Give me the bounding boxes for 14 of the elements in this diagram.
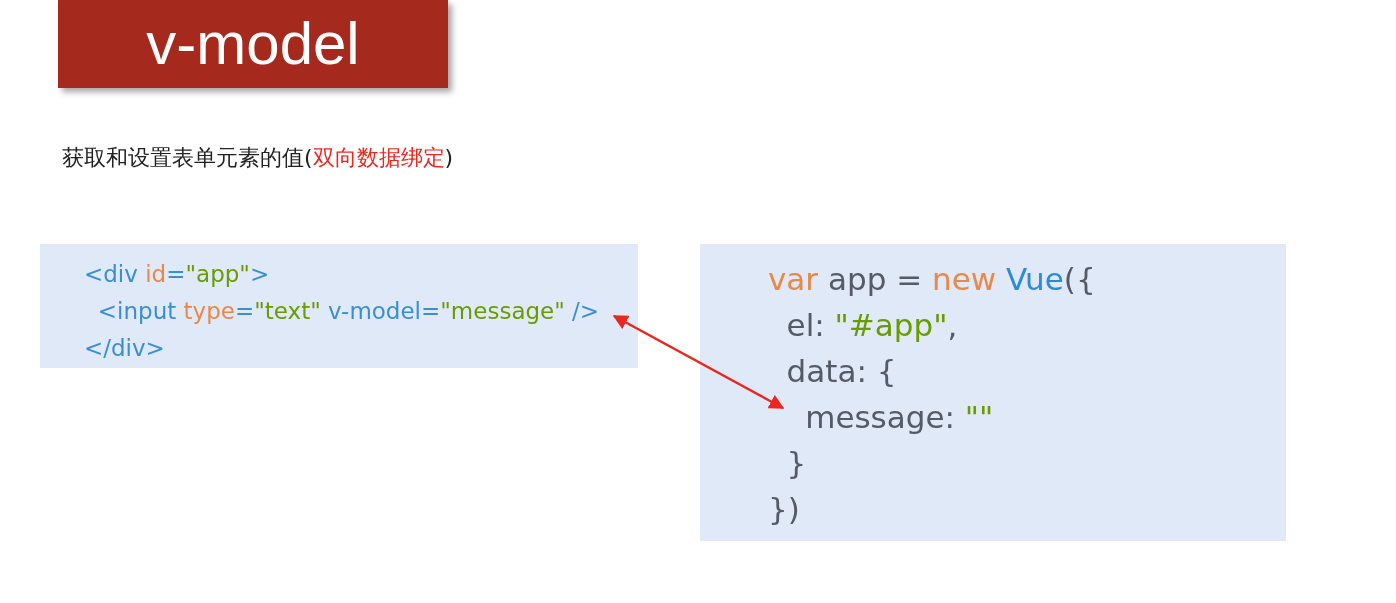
code-line: <div id="app"> [84, 260, 270, 289]
subtitle-text: 获取和设置表单元素的值(双向数据绑定) [62, 144, 454, 172]
code-panel [40, 244, 638, 368]
code-line: data: { [786, 352, 897, 391]
code-line: }) [768, 490, 800, 529]
code-line: } [786, 444, 807, 483]
code-line: el: "#app", [786, 306, 958, 345]
title-banner: v-model [58, 0, 448, 88]
code-line: message: "" [805, 398, 994, 437]
code-line: </div> [84, 334, 165, 363]
double-arrow [612, 314, 785, 410]
code-line: <input type="text" v-model="message" /> [97, 297, 600, 326]
code-line: var app = new Vue({ [768, 260, 1096, 299]
code-panel [700, 244, 1286, 541]
